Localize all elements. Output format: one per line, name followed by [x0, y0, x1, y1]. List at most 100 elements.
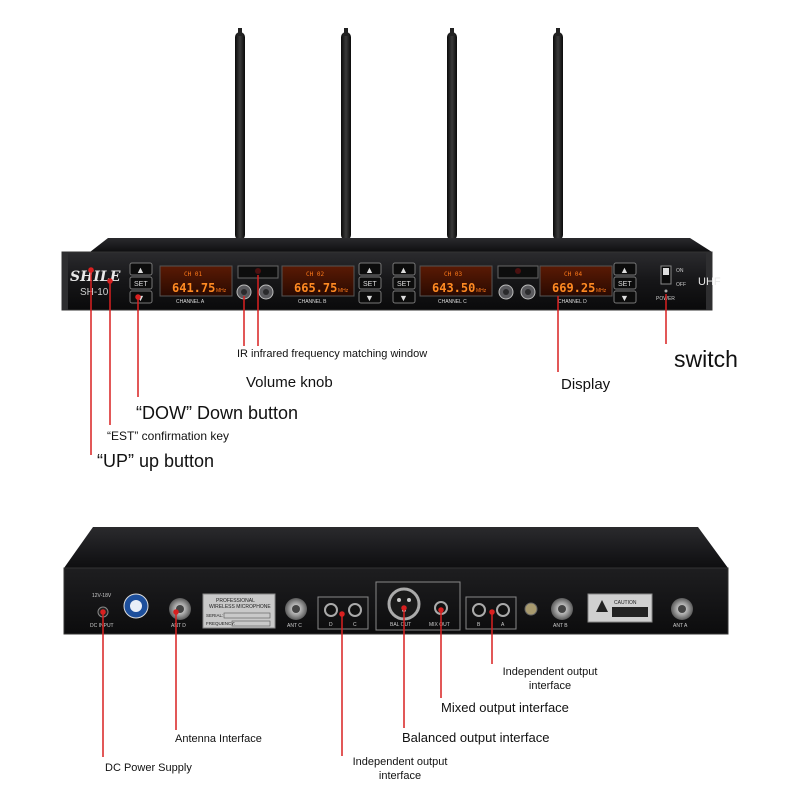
antenna-4 [553, 32, 563, 240]
down-button-b[interactable] [358, 290, 382, 304]
power-on-label: ON [676, 268, 684, 274]
set-label-d: SET [618, 281, 632, 288]
lcd-b-unit: MHz [338, 288, 349, 294]
svg-text:▲: ▲ [365, 265, 374, 275]
label-switch: switch [674, 346, 738, 372]
label-independent-output-1: Independent output interface [502, 666, 598, 692]
label-balanced-output: Balanced output interface [402, 730, 550, 745]
jack-b[interactable] [472, 603, 486, 617]
set-button-d[interactable] [613, 276, 637, 290]
rear-unit: 12V-18V DC INPUT ANT D PROFESSIONAL WIRE… [63, 527, 729, 635]
mix-out-label: MIX OUT [429, 622, 450, 628]
dc-input-label: DC INPUT [90, 623, 114, 629]
up-button-a[interactable] [129, 262, 153, 276]
frequency-label: FREQUENCY: [206, 621, 235, 626]
serial-label: SERIAL: [206, 613, 223, 618]
svg-text:▲: ▲ [620, 265, 629, 275]
jack-a[interactable] [496, 603, 510, 617]
lcd-channel-c [419, 265, 493, 297]
set-button-b[interactable] [358, 276, 382, 290]
ant-c-label: ANT C [287, 623, 302, 629]
label-set-key: “EST” confirmation key [107, 429, 230, 443]
label-display: Display [561, 376, 611, 393]
svg-text:▼: ▼ [365, 293, 374, 303]
dc-spec-label: 12V-18V [92, 593, 112, 599]
jack-block-dc [317, 596, 369, 630]
lcd-a-ch: CH 01 [184, 271, 202, 278]
ir-sensor-cd [515, 268, 521, 274]
down-button-c[interactable] [392, 290, 416, 304]
info-plate [202, 593, 276, 629]
antennas [235, 28, 563, 240]
lcd-c-ch: CH 03 [444, 271, 462, 278]
label-mixed-output: Mixed output interface [441, 700, 569, 715]
bal-out-label: BAL OUT [390, 622, 411, 628]
label-volume-knob: Volume knob [246, 374, 333, 391]
svg-text:▲: ▲ [399, 265, 408, 275]
front-leader-lines [88, 267, 667, 455]
set-button-a[interactable] [129, 276, 153, 290]
jack-c[interactable] [348, 603, 362, 617]
ir-sensor-ab [255, 268, 261, 274]
lcd-channel-d [539, 265, 613, 297]
buttons-channel-b: ▲ SET ▼ [358, 262, 382, 304]
plate-subtitle: WIRELESS MICROPHONE [209, 604, 271, 610]
xlr-block [375, 581, 461, 631]
label-dc-power: DC Power Supply [105, 762, 192, 774]
lcd-channel-a [159, 265, 233, 297]
lcd-d-label: CHANNEL D [558, 299, 587, 305]
lcd-c-label: CHANNEL C [438, 299, 467, 305]
ant-b-label: ANT B [553, 623, 568, 629]
up-button-b[interactable] [358, 262, 382, 276]
set-label-c: SET [397, 281, 411, 288]
antenna-1 [235, 32, 245, 240]
label-up-button: “UP” up button [97, 451, 215, 471]
up-button-d[interactable] [613, 262, 637, 276]
set-label-a: SET [134, 281, 148, 288]
buttons-channel-a: ▲ SET ▼ [129, 262, 153, 304]
rear-leader-lines [100, 605, 495, 757]
label-independent-output-2: Independent output interface [352, 756, 448, 782]
antenna-3 [447, 32, 457, 240]
lcd-a-freq: 641.75 [172, 281, 215, 295]
buttons-channel-d: ▲ SET ▼ [613, 262, 637, 304]
lcd-d-freq: 669.25 [552, 281, 595, 295]
lcd-b-label: CHANNEL B [298, 299, 327, 305]
set-label-b: SET [363, 281, 377, 288]
power-led [664, 289, 668, 293]
lcd-a-label: CHANNEL A [176, 299, 205, 305]
label-antenna-interface: Antenna Interface [175, 733, 262, 745]
caution-title: CAUTION [614, 600, 637, 606]
set-button-c[interactable] [392, 276, 416, 290]
lcd-d-unit: MHz [596, 288, 607, 294]
lcd-c-unit: MHz [476, 288, 487, 294]
svg-text:▼: ▼ [620, 293, 629, 303]
brand-logo: SHILE [70, 269, 121, 285]
jack-d[interactable] [324, 603, 338, 617]
svg-text:▼: ▼ [399, 293, 408, 303]
ant-a-label: ANT A [673, 623, 688, 629]
power-off-label: OFF [676, 282, 686, 288]
jack-a-label: A [501, 622, 505, 628]
front-unit: SHILE SH-10 ▲ SET ▼ CH 01 641.75 MHz CHA… [61, 28, 721, 311]
jack-d-label: D [329, 622, 333, 628]
jack-c-label: C [353, 622, 357, 628]
chassis-top [90, 238, 712, 252]
label-ir-window: IR infrared frequency matching window [237, 348, 428, 360]
label-down-button: “DOW” Down button [136, 403, 299, 423]
fuse-holder [524, 602, 538, 616]
model-label: SH-10 [80, 287, 109, 298]
lcd-b-freq: 665.75 [294, 281, 337, 295]
up-button-c[interactable] [392, 262, 416, 276]
down-button-d[interactable] [613, 290, 637, 304]
up-arrow-icon: ▲ [136, 265, 145, 275]
warning-icon [596, 600, 608, 612]
lcd-d-ch: CH 04 [564, 271, 582, 278]
lcd-c-freq: 643.50 [432, 281, 475, 295]
uhf-badge: UHF [698, 276, 721, 288]
plate-title: PROFESSIONAL [216, 598, 255, 604]
down-button-a[interactable] [129, 290, 153, 304]
jack-b-label: B [477, 622, 481, 628]
rear-chassis-top [64, 527, 728, 568]
